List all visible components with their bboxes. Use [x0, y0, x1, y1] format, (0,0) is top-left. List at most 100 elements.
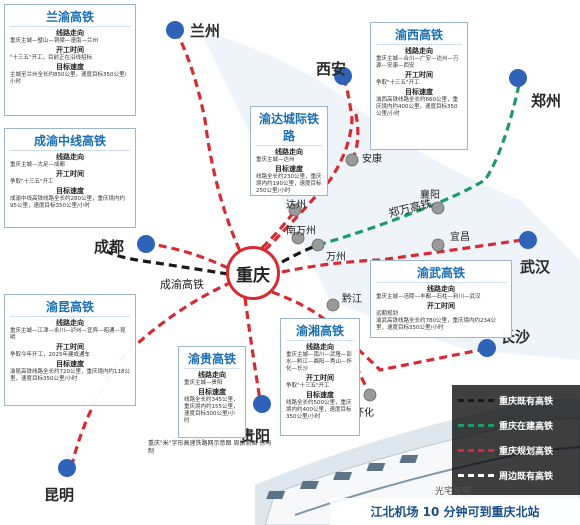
- panel-heading: 开工时间: [56, 170, 84, 178]
- panel-text: "十三五"开工，目前正在沿线招标: [10, 55, 93, 61]
- panel-yuda: 渝达城际铁路 线路走向 重庆主城—达州 目标速度 线路全长约230公里，重庆境内…: [250, 106, 328, 196]
- panel-yuxiang: 渝湘高铁 线路走向 重庆主城—南川—武隆—彭水—黔江—酉阳—秀山—怀化—长沙 开…: [280, 318, 360, 436]
- panel-text: 争取"十三五"开工: [10, 179, 54, 185]
- panel-text: 主城至兰州全长约850公里，速度目标350公里/小时: [10, 72, 127, 85]
- legend-swatch: [458, 398, 494, 402]
- panel-text: 争取"十三五"开工: [286, 383, 330, 389]
- panel-heading: 线路走向: [198, 371, 226, 379]
- panel-title: 渝贵高铁: [184, 350, 240, 369]
- line-chongqing-wanzhou-existing: [281, 243, 319, 264]
- panel-heading: 目标速度: [275, 165, 303, 173]
- station-qianjiang: [326, 298, 340, 312]
- panel-yuxi: 渝西高铁 线路走向 重庆主城—合川—广安—达州—万源—安康—西安 开工时间 争取…: [370, 22, 468, 150]
- legend-label: 重庆规划高铁: [499, 446, 554, 457]
- panel-text: 渝昆高铁线路全长约720公里，重庆境内约118公里，速度目标350公里/小时: [10, 369, 130, 382]
- existing-lines: [107, 243, 319, 276]
- station-ankang: [345, 153, 359, 167]
- line-chongqing-changsha: [271, 290, 481, 372]
- legend-label: 重庆既有高铁: [499, 396, 554, 407]
- city-pins: [58, 21, 537, 477]
- panel-heading: 线路走向: [56, 153, 84, 161]
- legend-swatch: [458, 423, 494, 427]
- panel-title: 渝湘高铁: [286, 322, 354, 341]
- panel-title: 渝武高铁: [376, 264, 506, 283]
- panel-chengyu-middle: 成渝中线高铁 线路走向 重庆主城—大足—成都 开工时间 争取"十三五"开工 目标…: [4, 128, 136, 228]
- center-city-label: 重庆: [236, 265, 270, 286]
- pin-xian: [334, 67, 352, 85]
- panel-text: 重庆主城—璧山—铜梁—潼南—兰州: [10, 38, 99, 44]
- panel-heading: 目标速度: [56, 187, 84, 195]
- panel-heading: 目标速度: [56, 63, 84, 71]
- panel-title: 渝达城际铁路: [256, 110, 322, 146]
- panel-heading: 目标速度: [306, 391, 334, 399]
- panel-text: 重庆主城—贵阳: [184, 380, 223, 386]
- panel-heading: 线路走向: [306, 343, 334, 351]
- station-dots: [288, 153, 445, 402]
- panel-yugui: 渝贵高铁 线路走向 重庆主城—贵阳 目标速度 线路全长约345公里，重庆境内约1…: [178, 346, 246, 438]
- line-chongqing-xian: [263, 81, 354, 252]
- station-label-wanzhou: 万州: [326, 252, 346, 263]
- construction-lines: [317, 79, 522, 247]
- line-chongqing-dazhou: [260, 209, 297, 250]
- panel-text: 线路全长约345公里，重庆境内约155公里，速度目标300公里/小时: [184, 397, 239, 424]
- panel-text: 重庆主城—大足—成都: [10, 162, 66, 168]
- panel-title: 渝西高铁: [376, 26, 462, 45]
- city-label-guiyang: 贵阳: [240, 427, 271, 445]
- legend-label: 周边既有高铁: [499, 471, 554, 482]
- panel-text: 重庆主城—南川—武隆—彭水—黔江—酉阳—秀山—怀化—长沙: [286, 352, 353, 372]
- panel-heading: 线路走向: [56, 29, 84, 37]
- panel-lanyu: 兰渝高铁 线路走向 重庆主城—璧山—铜梁—潼南—兰州 开工时间 "十三五"开工，…: [4, 4, 136, 116]
- panel-heading: 目标速度: [405, 88, 433, 96]
- panel-text: 成渝中线高铁线路全长约280公里，重庆境内约95公里，速度目标350公里/小时: [10, 196, 125, 209]
- panel-heading: 目标速度: [56, 360, 84, 368]
- panel-heading: 线路走向: [405, 47, 433, 55]
- legend-item-neighbor: 周边既有高铁: [458, 468, 553, 482]
- panel-text: 争取"十三五"开工: [376, 80, 420, 86]
- panel-heading: 开工时间: [306, 374, 334, 382]
- legend-swatch: [458, 473, 494, 477]
- footer-banner: 江北机场 10 分钟可到重庆北站: [330, 498, 580, 525]
- footer-text: 江北机场 10 分钟可到重庆北站: [370, 505, 540, 519]
- legend-label: 重庆在建高铁: [499, 421, 554, 432]
- panel-heading: 线路走向: [427, 285, 455, 293]
- city-label-wuhan: 武汉: [520, 258, 551, 276]
- route-label-chengyu: 成渝高铁: [160, 278, 204, 291]
- legend-item-construction: 重庆在建高铁: [458, 418, 553, 432]
- panel-text: 渝西高铁线路全长约660公里，重庆境内约400公里，速度目标350公里/小时: [376, 97, 458, 117]
- line-chongqing-chengdu-mid: [149, 242, 229, 270]
- station-huaihua: [363, 388, 377, 402]
- center-city-chongqing: 重庆: [226, 246, 280, 300]
- panel-text: 渝武高铁线路全长约780公里，重庆境内约234公里，速度目标350公里/小时: [376, 318, 496, 331]
- station-label-dazhou: 达州: [286, 200, 306, 211]
- panel-heading: 开工时间: [405, 71, 433, 79]
- line-chengyu: [107, 250, 229, 276]
- line-chongqing-wuhan: [281, 238, 523, 274]
- pin-lanzhou: [166, 21, 184, 39]
- pin-chengdu: [137, 235, 155, 253]
- panel-text: 重庆主城—达州: [256, 157, 295, 163]
- panel-text: 重庆主城—合川—广安—达州—万源—安康—西安: [376, 56, 459, 69]
- panel-title: 兰渝高铁: [10, 8, 130, 27]
- panel-text: 重庆主城—涪陵—丰都—石柱—利川—武汉: [376, 294, 481, 300]
- city-label-xian: 西安: [316, 60, 347, 78]
- pin-changsha: [478, 339, 496, 357]
- panel-yuwu: 渝武高铁 线路走向 重庆主城—涪陵—丰都—石柱—利川—武汉 开工时间 远期规划 …: [370, 260, 512, 338]
- panel-title: 渝昆高铁: [10, 298, 130, 317]
- station-label-qianjiang: 黔江: [342, 294, 362, 305]
- watermark: 光宅光宅: [435, 487, 472, 497]
- panel-text: 线路全长约230公里，重庆境内约190公里，速度目标250公里/小时: [256, 174, 322, 194]
- panel-heading: 线路走向: [56, 319, 84, 327]
- panel-title: 成渝中线高铁: [10, 132, 130, 151]
- panel-heading: 开工时间: [56, 343, 84, 351]
- station-dazhou: [288, 203, 302, 217]
- panel-text: 争取今年开工，2025年建成通车: [10, 352, 90, 358]
- panel-heading: 目标速度: [198, 388, 226, 396]
- station-wanzhou: [311, 238, 325, 252]
- station-label-nanwanzhou: 南万州: [286, 226, 316, 237]
- legend-item-existing: 重庆既有高铁: [458, 393, 553, 407]
- panel-yukun: 渝昆高铁 线路走向 重庆主城—江津—永川—泸州—宜宾—昭通—昆明 开工时间 争取…: [4, 294, 136, 406]
- legend-swatch: [458, 448, 494, 452]
- station-label-xiangyang: 襄阳: [420, 190, 440, 201]
- legend-item-planned: 重庆规划高铁: [458, 443, 553, 457]
- panel-text: 重庆主城—江津—永川—泸州—宜宾—昭通—昆明: [10, 328, 126, 341]
